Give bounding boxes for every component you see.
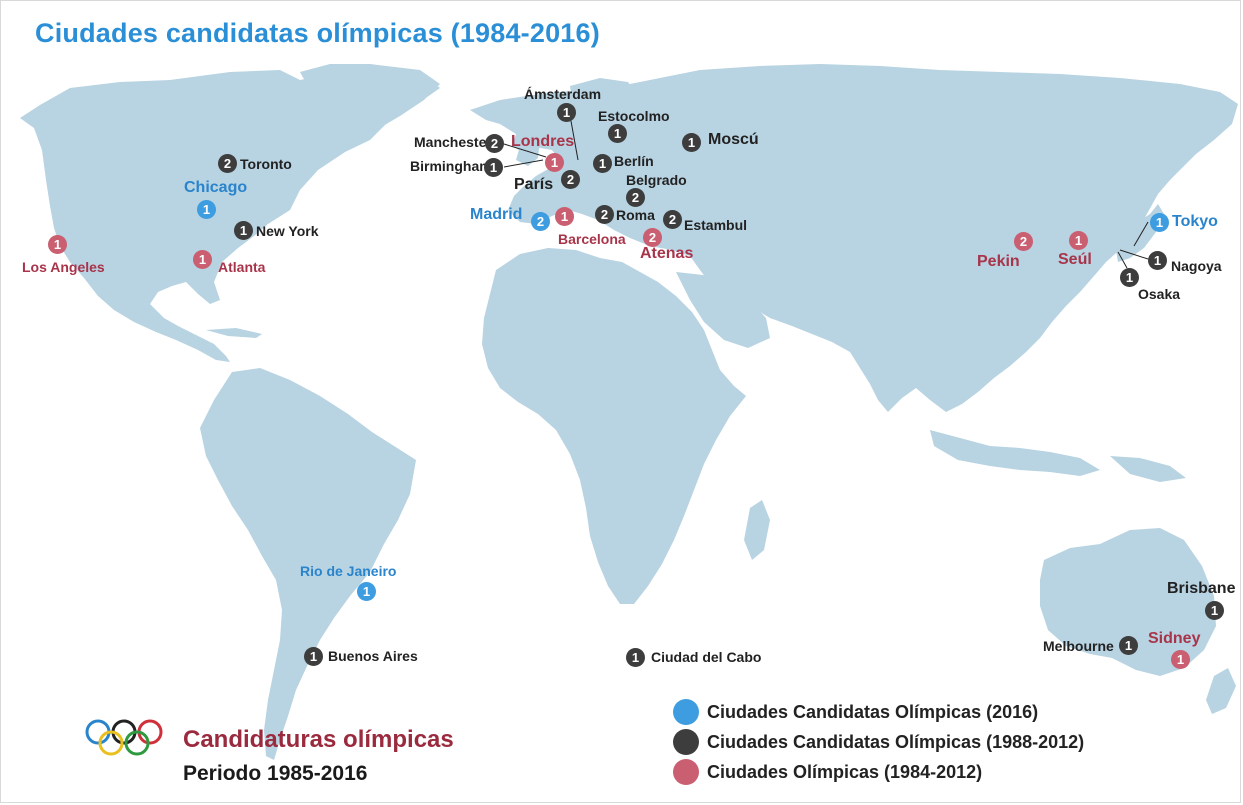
city-marker-sidney: 1 bbox=[1171, 650, 1190, 669]
legend-item-candidate-2016: Ciudades Candidatas Olímpicas (2016) bbox=[673, 697, 1084, 727]
city-marker-birmingham: 1 bbox=[484, 158, 503, 177]
city-marker-nagoya: 1 bbox=[1148, 251, 1167, 270]
city-marker-osaka: 1 bbox=[1120, 268, 1139, 287]
landmass-new-guinea bbox=[1110, 456, 1186, 482]
landmass-greenland bbox=[300, 64, 440, 130]
landmass-cuba bbox=[206, 328, 262, 338]
city-marker-new-york: 1 bbox=[234, 221, 253, 240]
landmass-australia bbox=[1040, 528, 1216, 676]
landmass-scandinavia bbox=[570, 78, 640, 138]
city-label-estocolmo: Estocolmo bbox=[598, 108, 670, 124]
city-label-toronto: Toronto bbox=[240, 156, 292, 172]
city-label-melbourne: Melbourne bbox=[1043, 638, 1114, 654]
city-label-belgrado: Belgrado bbox=[626, 172, 687, 188]
city-marker-estambul: 2 bbox=[663, 210, 682, 229]
city-label-paris: París bbox=[514, 176, 554, 193]
city-label-rio-de-janeiro: Rio de Janeiro bbox=[300, 563, 397, 579]
pointer-tokyo bbox=[1133, 221, 1149, 247]
city-label-seul: Seúl bbox=[1058, 251, 1092, 268]
legend-swatch-red bbox=[673, 759, 699, 785]
city-label-tokyo: Tokyo bbox=[1172, 213, 1218, 230]
city-marker-los-angeles: 1 bbox=[48, 235, 67, 254]
legend-swatch-blue bbox=[673, 699, 699, 725]
city-label-sidney: Sidney bbox=[1148, 630, 1201, 647]
city-label-chicago: Chicago bbox=[184, 179, 248, 196]
legend-item-olympic-city: Ciudades Olímpicas (1984-2012) bbox=[673, 757, 1084, 787]
city-marker-seul: 1 bbox=[1069, 231, 1088, 250]
city-marker-tokyo: 1 bbox=[1150, 213, 1169, 232]
city-marker-rio-de-janeiro: 1 bbox=[357, 582, 376, 601]
city-label-buenos-aires: Buenos Aires bbox=[328, 648, 418, 664]
city-marker-londres: 1 bbox=[545, 153, 564, 172]
city-label-ciudad-del-cabo: Ciudad del Cabo bbox=[651, 649, 762, 665]
city-marker-atenas: 2 bbox=[643, 228, 662, 247]
city-label-madrid: Madrid bbox=[470, 206, 523, 223]
legend-label: Ciudades Candidatas Olímpicas (1988-2012… bbox=[707, 731, 1085, 752]
city-marker-ciudad-del-cabo: 1 bbox=[626, 648, 645, 667]
pointer-nagoya bbox=[1119, 249, 1149, 260]
landmass-north-america bbox=[20, 70, 440, 362]
landmass-uk bbox=[516, 126, 540, 166]
city-label-pekin: Pekin bbox=[977, 253, 1020, 270]
city-marker-barcelona: 1 bbox=[555, 207, 574, 226]
landmass-arabia bbox=[676, 272, 770, 348]
city-marker-chicago: 1 bbox=[197, 200, 216, 219]
city-label-osaka: Osaka bbox=[1138, 286, 1181, 302]
landmass-south-america bbox=[200, 368, 416, 760]
city-marker-manchester: 2 bbox=[485, 134, 504, 153]
city-marker-melbourne: 1 bbox=[1119, 636, 1138, 655]
landmass-madagascar bbox=[744, 500, 770, 560]
footer-subtitle: Periodo 1985-2016 bbox=[183, 762, 368, 785]
city-label-los-angeles: Los Angeles bbox=[22, 259, 105, 275]
legend-swatch-dark bbox=[673, 729, 699, 755]
city-label-estambul: Estambul bbox=[684, 217, 748, 233]
landmass-indonesia bbox=[930, 430, 1100, 476]
city-label-roma: Roma bbox=[616, 207, 655, 223]
city-marker-pekin: 2 bbox=[1014, 232, 1033, 251]
pointer-amsterdam bbox=[570, 120, 579, 161]
olympic-rings-icon bbox=[85, 719, 163, 756]
landmass-eurasia bbox=[470, 64, 1238, 412]
city-label-berlin: Berlín bbox=[614, 153, 654, 169]
city-marker-estocolmo: 1 bbox=[608, 124, 627, 143]
city-marker-roma: 2 bbox=[595, 205, 614, 224]
city-marker-belgrado: 2 bbox=[626, 188, 645, 207]
city-marker-paris: 2 bbox=[561, 170, 580, 189]
city-label-nagoya: Nagoya bbox=[1171, 258, 1222, 274]
legend-label: Ciudades Candidatas Olímpicas (2016) bbox=[707, 701, 1039, 722]
city-marker-amsterdam: 1 bbox=[557, 103, 576, 122]
map-title: Ciudades candidatas olímpicas (1984-2016… bbox=[35, 18, 600, 48]
city-label-brisbane: Brisbane bbox=[1167, 580, 1236, 597]
landmass-new-zealand bbox=[1206, 668, 1236, 714]
footer-title: Candidaturas olímpicas bbox=[183, 726, 454, 753]
city-marker-madrid: 2 bbox=[531, 212, 550, 231]
landmass-indochina bbox=[920, 330, 968, 404]
city-label-barcelona: Barcelona bbox=[558, 231, 626, 247]
city-label-moscu: Moscú bbox=[708, 131, 759, 148]
legend-label: Ciudades Olímpicas (1984-2012) bbox=[707, 761, 983, 782]
pointer-birmingham bbox=[503, 159, 544, 168]
map-legend: Ciudades Candidatas Olímpicas (2016) Ciu… bbox=[673, 697, 1084, 787]
pointer-osaka bbox=[1117, 251, 1128, 269]
city-label-amsterdam: Ámsterdam bbox=[524, 86, 602, 102]
city-marker-brisbane: 1 bbox=[1205, 601, 1224, 620]
city-marker-berlin: 1 bbox=[593, 154, 612, 173]
pointer-manchester bbox=[503, 143, 547, 158]
city-label-londres: Londres bbox=[511, 133, 575, 150]
city-marker-moscu: 1 bbox=[682, 133, 701, 152]
landmass-africa bbox=[482, 248, 746, 604]
city-label-birmingham: Birmingham bbox=[410, 158, 492, 174]
city-label-atlanta: Atlanta bbox=[218, 259, 266, 275]
city-label-atenas: Atenas bbox=[640, 245, 694, 262]
city-marker-atlanta: 1 bbox=[193, 250, 212, 269]
city-marker-buenos-aires: 1 bbox=[304, 647, 323, 666]
city-label-manchester: Manchester bbox=[414, 134, 492, 150]
legend-item-candidate-1988-2012: Ciudades Candidatas Olímpicas (1988-2012… bbox=[673, 727, 1084, 757]
city-marker-toronto: 2 bbox=[218, 154, 237, 173]
city-label-new-york: New York bbox=[256, 223, 319, 239]
